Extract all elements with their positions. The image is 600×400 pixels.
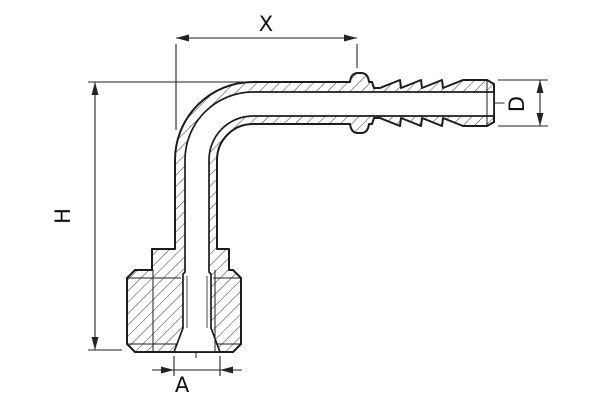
d-arrow-top [536, 80, 544, 93]
d-arrow-bottom [536, 113, 544, 126]
d-dimension-label: D [505, 96, 529, 112]
x-arrow-right [344, 34, 357, 42]
dimension-x: X [175, 12, 358, 130]
x-arrow-left [176, 34, 189, 42]
h-arrow-bottom [91, 337, 99, 350]
h-arrow-top [91, 82, 99, 95]
fitting-bore [173, 91, 495, 353]
h-dimension-label: H [51, 208, 75, 224]
a-arrow-right [220, 366, 233, 374]
a-dimension-label: A [175, 373, 190, 397]
dimension-d: D [498, 79, 548, 127]
x-dimension-label: X [259, 12, 273, 36]
dimension-h: H [51, 81, 248, 351]
centerline [195, 102, 510, 358]
a-arrow-left [161, 366, 174, 374]
dimension-a: A [152, 356, 242, 397]
fitting-body [126, 72, 495, 353]
